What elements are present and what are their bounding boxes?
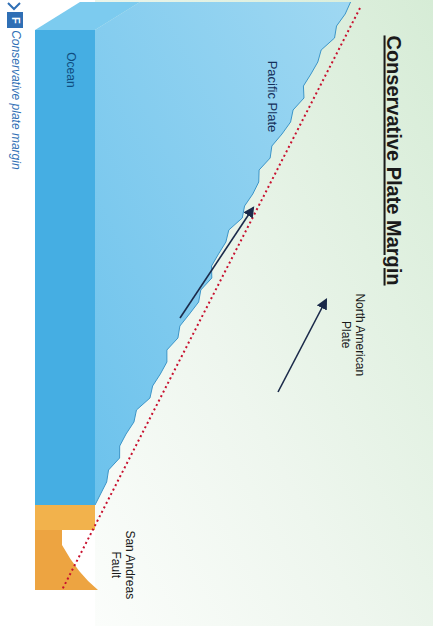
ocean-front-face [35,30,95,505]
diagram-title: Conservative Plate Margin [382,35,405,285]
figure-caption: Conservative plate margin [8,30,22,169]
fault-name: San Andreas Fault [108,525,136,605]
plate-name: Pacific Plate [265,41,280,151]
figure-letter: F [9,17,22,24]
north-american-surface [95,0,433,626]
figure-badge [7,12,23,28]
caption-icon [8,3,20,9]
coastline [95,2,351,505]
plate-motion-arrow [278,300,326,392]
ocean-label: Ocean [63,35,77,105]
plate-name: North American Plate [338,285,366,385]
block-top-edge [35,2,140,30]
plate-motion-arrow [180,208,253,318]
pacific-surface [95,2,351,505]
fault-line [62,8,360,590]
oceanic-crust [35,505,95,530]
